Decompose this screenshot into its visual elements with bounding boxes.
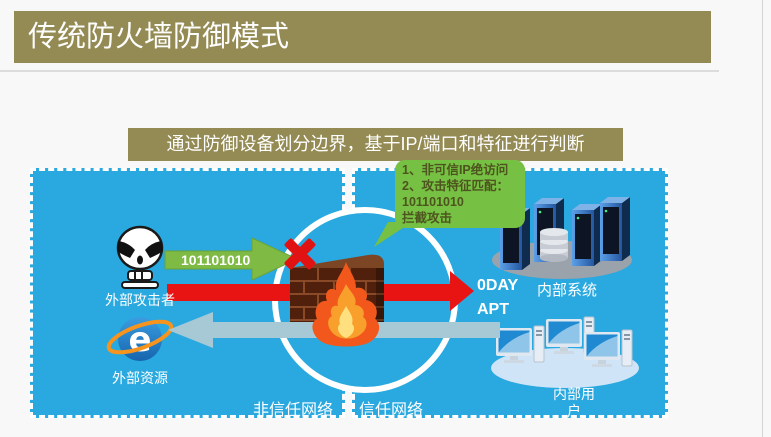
internal-users-label: 内部用户 bbox=[553, 386, 595, 419]
external-resource-label: 外部资源 bbox=[112, 370, 168, 386]
internal-users-icon bbox=[491, 316, 639, 388]
ie-browser-icon: e bbox=[106, 317, 174, 361]
internal-system-label: 内部系统 bbox=[537, 282, 598, 299]
note-line: 101101010 bbox=[402, 195, 464, 209]
note-line: 2、攻击特征匹配： bbox=[402, 179, 509, 193]
attack-0day-label: 0DAY bbox=[477, 277, 519, 294]
slide-edge-line bbox=[762, 0, 763, 437]
attack-apt-label: APT bbox=[477, 301, 509, 318]
note-line: 1、非可信IP绝访问 bbox=[402, 163, 509, 177]
trusted-zone-label: 信任网络 bbox=[359, 402, 424, 419]
desktop-pc bbox=[496, 316, 633, 367]
internal-servers-icon bbox=[492, 197, 632, 279]
page-title: 传统防火墙防御模式 bbox=[14, 11, 711, 63]
skull-attacker-icon bbox=[116, 225, 164, 289]
external-attacker-label: 外部攻击者 bbox=[105, 292, 175, 308]
note-line: 拦截攻击 bbox=[402, 211, 453, 225]
packet-bits-label: 101101010 bbox=[181, 252, 251, 268]
firewall-note-bubble: 1、非可信IP绝访问 2、攻击特征匹配： 101101010 拦截攻击 bbox=[395, 160, 525, 228]
title-divider-line bbox=[0, 70, 719, 72]
untrusted-zone-label: 非信任网络 bbox=[252, 402, 333, 419]
database-cylinders-icon bbox=[540, 228, 568, 262]
subtitle-banner: 通过防御设备划分边界，基于IP/端口和特征进行判断 bbox=[128, 128, 623, 161]
fire-icon bbox=[312, 262, 380, 347]
